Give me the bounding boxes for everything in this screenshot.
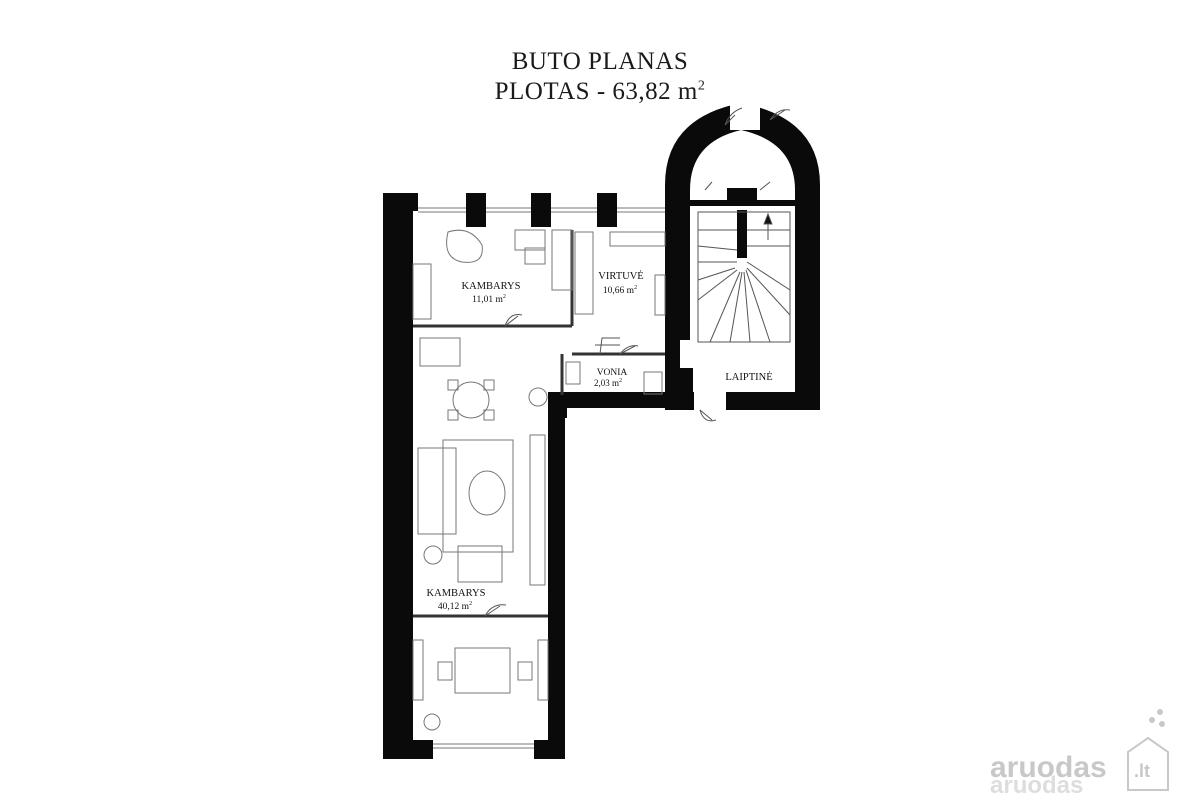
wall-top-pier-2: [466, 193, 486, 227]
wardrobe: [412, 263, 432, 320]
room-area-vonia-sup: 2: [619, 378, 622, 384]
plan-area-text: PLOTAS - 63,82 m: [494, 78, 698, 105]
room-labels: KAMBARYS 11,01 m2 VIRTUVĖ 10,66 m2 VONIA…: [427, 270, 773, 612]
wall-right-living: [548, 416, 565, 759]
watermark-house-icon: [1127, 736, 1169, 791]
room-area-vonia: 2,03 m2: [594, 378, 622, 388]
wall-top-pier-3: [531, 193, 551, 227]
tower-entrance-gap: [692, 395, 727, 411]
tv-unit: [529, 434, 546, 586]
room-area-kambarys-1-sup: 2: [503, 294, 506, 300]
plant-1: [528, 387, 548, 407]
room-area-kambarys-2: 40,12 m2: [438, 601, 472, 612]
plan-title: BUTO PLANAS: [0, 48, 1200, 76]
watermark-dot-2: [1149, 717, 1155, 723]
shelf: [551, 229, 573, 291]
plan-area-sup: 2: [697, 78, 706, 94]
watermark-dot-1: [1157, 709, 1163, 715]
tower-wall: [665, 103, 820, 410]
desk-chair: [524, 247, 546, 265]
watermark-text: aruodas: [990, 751, 1107, 784]
plant-3: [423, 713, 441, 731]
doors: [484, 107, 791, 617]
watermark-text-echo: aruodas: [990, 772, 1083, 799]
plan-title-text: BUTO PLANAS: [511, 48, 689, 75]
wall-top-pier-4: [597, 193, 617, 227]
office-desk: [454, 647, 511, 694]
toilet: [565, 361, 581, 385]
wall-top-pier-1: [383, 193, 418, 211]
tower-inner-pier: [727, 188, 757, 202]
wall-bottom-right: [534, 740, 565, 759]
office-shelf-left: [412, 639, 424, 701]
wall-left: [383, 193, 413, 759]
tower-entrance-jamb: [680, 392, 694, 410]
watermark-dot-3: [1159, 721, 1165, 727]
office-shelf-right: [537, 639, 549, 701]
armchair-small-room: [446, 229, 483, 263]
room-area-virtuve-value: 10,66 m: [603, 286, 635, 296]
radiator: [419, 337, 461, 367]
tower-ledge: [690, 200, 795, 206]
plan-area: PLOTAS - 63,82 m2: [0, 78, 1200, 106]
room-name-laiptine: LAIPTINĖ: [725, 371, 772, 383]
watermark-suffix: .lt: [1134, 761, 1150, 781]
rug: [442, 439, 514, 553]
sink: [643, 371, 663, 395]
kitchen-counter: [574, 231, 594, 315]
room-area-vonia-value: 2,03 m: [594, 378, 619, 388]
stair-core: [737, 210, 747, 258]
sofa: [417, 447, 457, 535]
room-area-virtuve-sup: 2: [634, 285, 637, 291]
desk: [514, 229, 546, 251]
kitchen-counter-top: [609, 231, 666, 247]
coffee-table: [468, 470, 506, 516]
room-area-virtuve: 10,66 m2: [603, 285, 637, 296]
watermark: aruodas aruodas .lt: [990, 709, 1169, 799]
room-name-vonia: VONIA: [597, 368, 628, 378]
room-area-kambarys-1: 11,01 m2: [472, 294, 506, 305]
tower-top-window: [730, 103, 760, 130]
furniture: [412, 229, 666, 731]
room-area-kambarys-2-value: 40,12 m: [438, 602, 470, 612]
tower-bottom-wall: [726, 392, 796, 410]
room-area-kambarys-2-sup: 2: [469, 601, 472, 607]
dining-table: [452, 381, 490, 419]
room-name-kambarys-2: KAMBARYS: [427, 588, 486, 599]
wall-bath-bottom: [548, 392, 688, 408]
windows-top: [418, 207, 665, 749]
armchair: [457, 545, 503, 583]
room-name-kambarys-1: KAMBARYS: [462, 281, 521, 292]
plant-2: [423, 545, 443, 565]
room-area-kambarys-1-value: 11,01 m: [472, 295, 503, 305]
stair-tower: [665, 103, 820, 411]
room-name-virtuve: VIRTUVĖ: [598, 270, 643, 282]
kitchen-side: [654, 274, 666, 316]
stairs: [697, 211, 791, 343]
wall-bottom-left: [383, 740, 433, 759]
